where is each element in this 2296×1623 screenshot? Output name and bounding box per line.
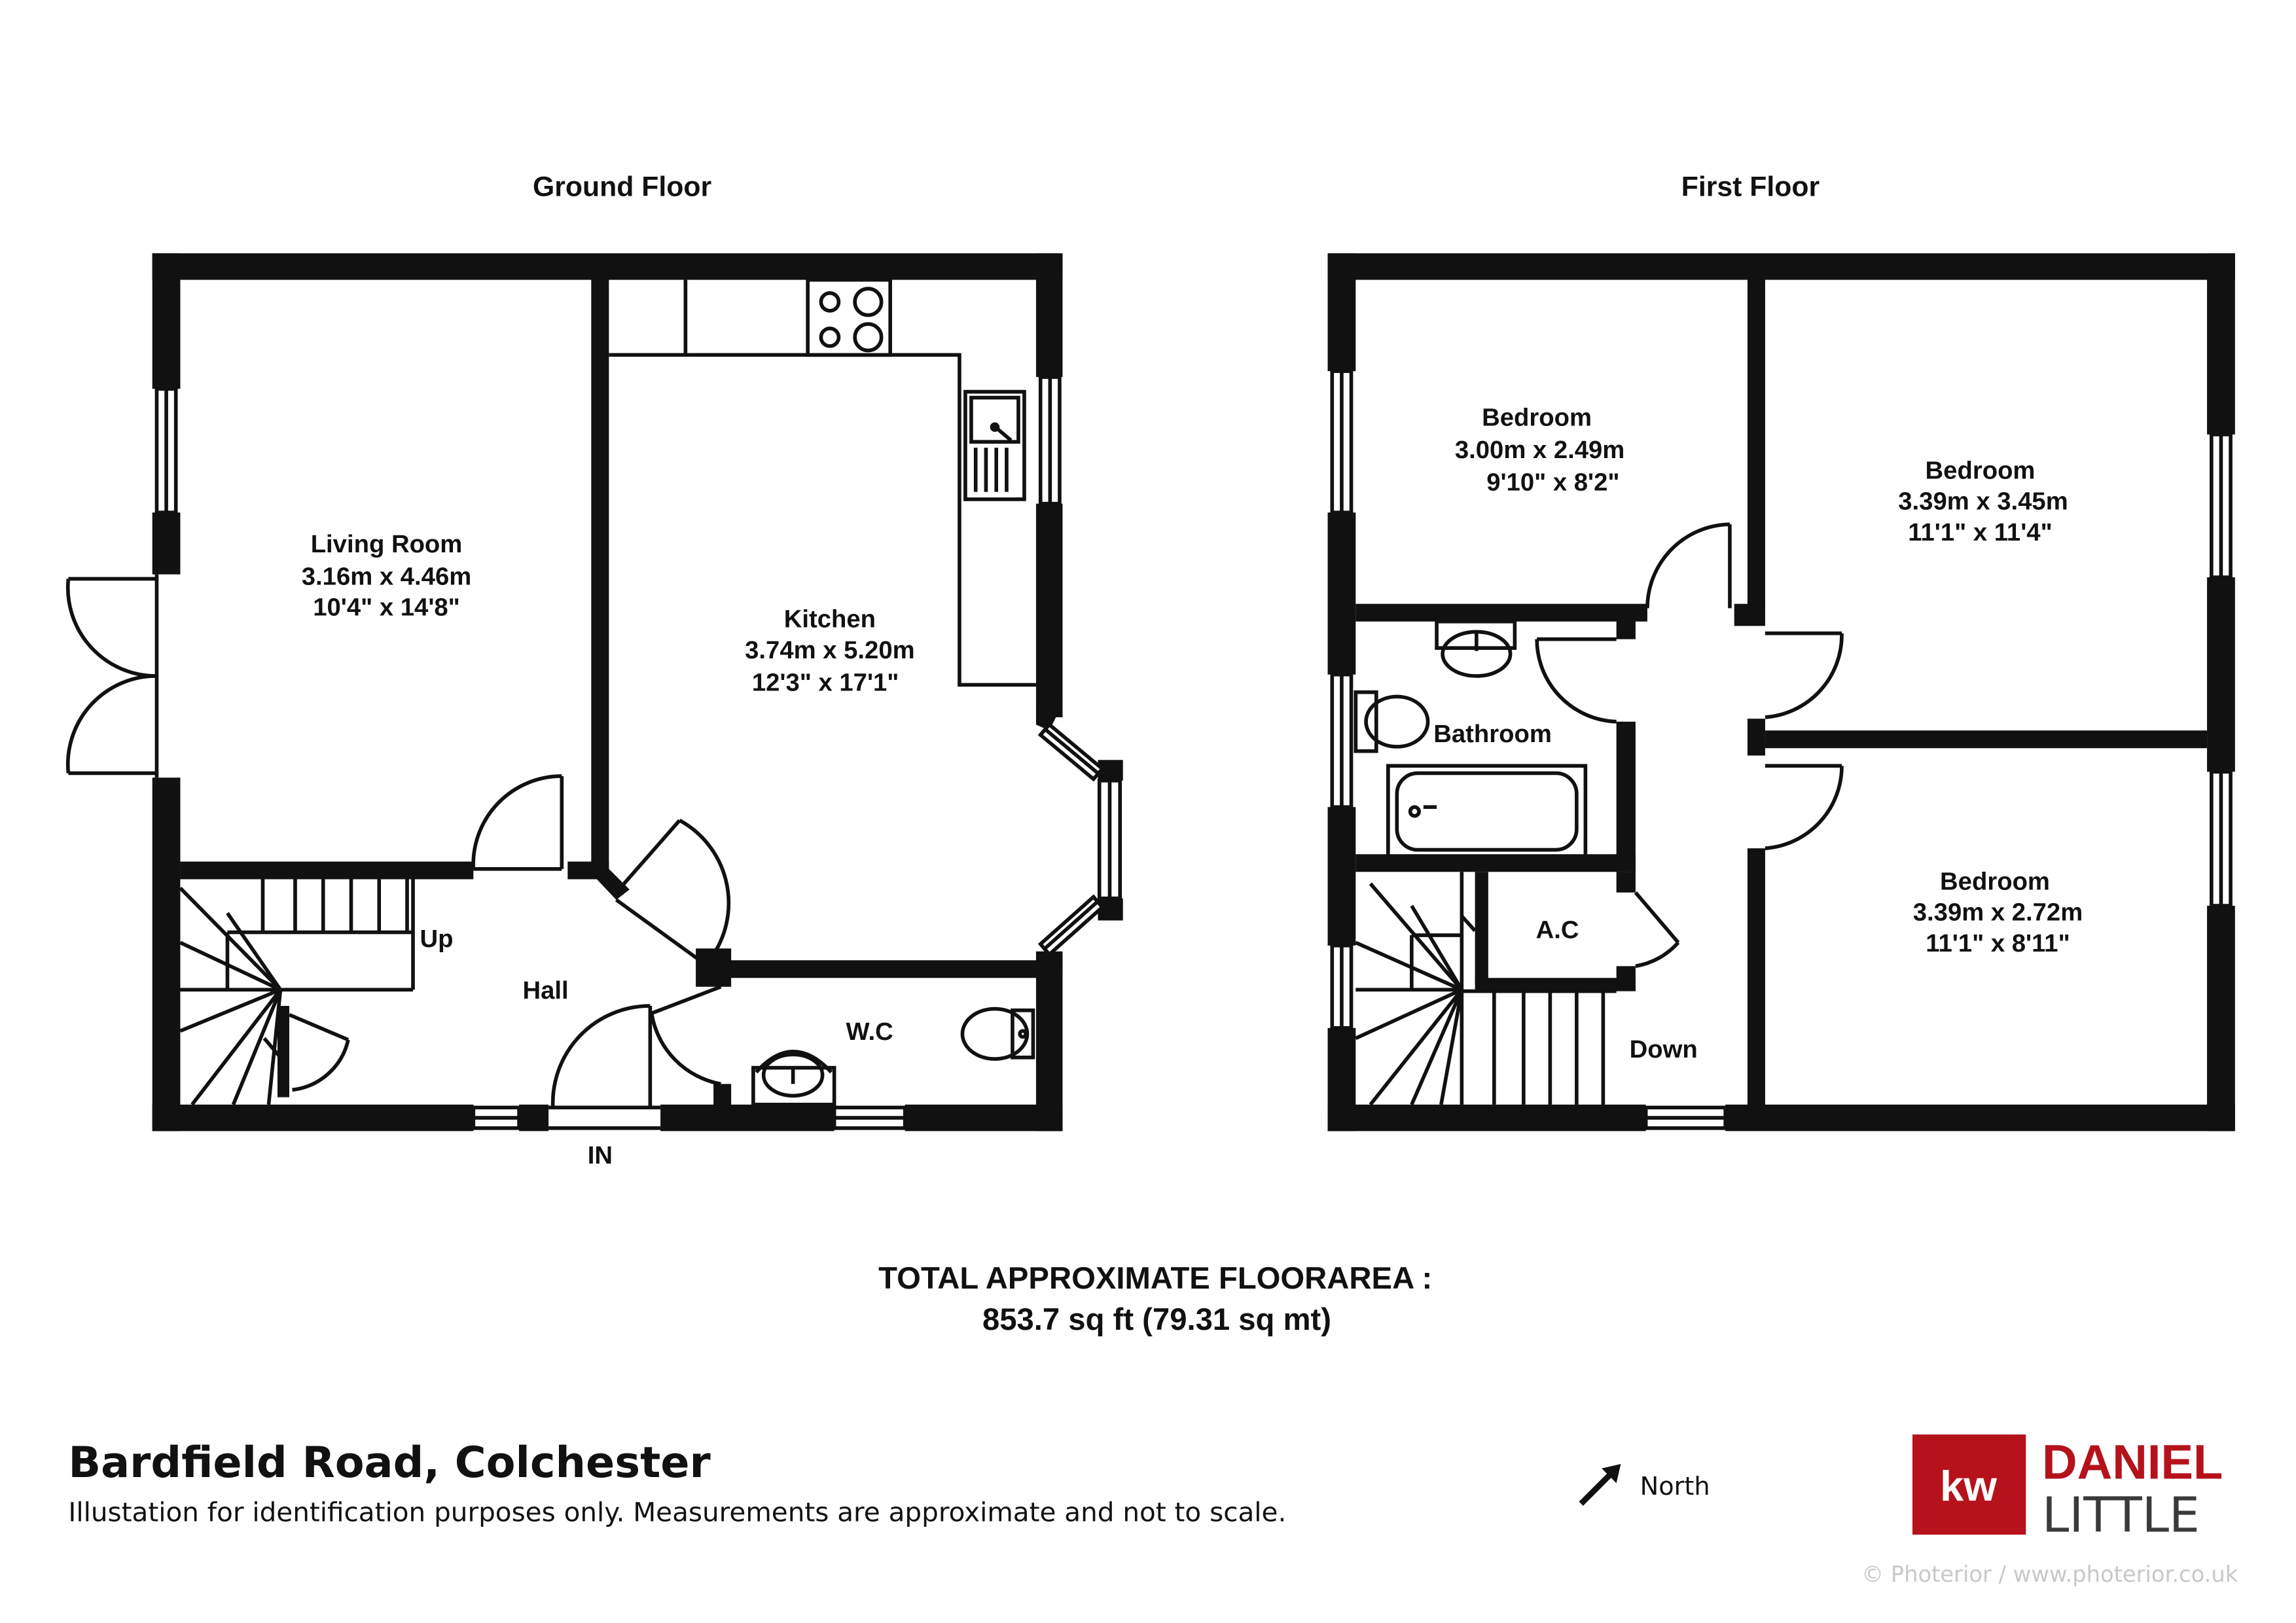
svg-text:Kitchen: Kitchen: [784, 605, 876, 633]
first-floor-doors: [1535, 522, 1844, 969]
stairs-up-label: Up: [420, 925, 454, 953]
hall-label: Hall: [522, 976, 568, 1005]
svg-text:3.16m x 4.46m: 3.16m x 4.46m: [302, 562, 471, 590]
living-room-label: Living Room 3.16m x 4.46m 10'4" x 14'8": [302, 530, 471, 622]
ground-floor-doors: [65, 574, 731, 1130]
first-floor-walls: [1327, 253, 2235, 1132]
kitchen-fittings: [609, 277, 1036, 687]
svg-text:Living Room: Living Room: [311, 530, 463, 558]
svg-text:Bedroom: Bedroom: [1926, 456, 2036, 484]
first-floor-stairs: [1355, 872, 1617, 1106]
svg-text:3.00m x 2.49m: 3.00m x 2.49m: [1455, 436, 1624, 464]
disclaimer-text: Illustation for identification purposes …: [68, 1497, 1286, 1528]
first-floor-windows: [1330, 369, 2233, 1130]
airing-cupboard-label: A.C: [1536, 916, 1579, 944]
svg-text:3.74m x 5.20m: 3.74m x 5.20m: [745, 636, 914, 664]
svg-text:9'10" x 8'2": 9'10" x 8'2": [1486, 468, 1619, 496]
stairs-down-label: Down: [1630, 1035, 1698, 1063]
svg-text:10'4" x 14'8": 10'4" x 14'8": [313, 594, 460, 622]
svg-text:Bedroom: Bedroom: [1482, 403, 1592, 431]
svg-text:Bedroom: Bedroom: [1940, 867, 2050, 895]
logo-line-daniel: DANIEL: [2042, 1435, 2223, 1489]
total-floor-area: TOTAL APPROXIMATE FLOORAREA : 853.7 sq f…: [878, 1261, 1432, 1337]
ground-floor-windows: [154, 375, 1122, 1130]
kitchen-label: Kitchen 3.74m x 5.20m 12'3" x 17'1": [745, 605, 914, 697]
svg-text:11'1" x 11'4": 11'1" x 11'4": [1908, 518, 2052, 546]
svg-text:853.7 sq ft (79.31 sq mt): 853.7 sq ft (79.31 sq mt): [982, 1302, 1331, 1337]
wc-label: W.C: [846, 1018, 893, 1046]
svg-text:TOTAL APPROXIMATE FLOORAREA :: TOTAL APPROXIMATE FLOORAREA :: [878, 1261, 1432, 1296]
svg-text:11'1" x 8'11": 11'1" x 8'11": [1926, 929, 2070, 957]
ground-floor-title: Ground Floor: [533, 171, 711, 202]
company-logo: kw DANIEL LITTLE: [1912, 1434, 2223, 1543]
entrance-label: IN: [588, 1141, 613, 1169]
wc-fittings: [751, 1007, 1035, 1107]
bedroom-3-label: Bedroom 3.39m x 2.72m 11'1" x 8'11": [1913, 867, 2083, 957]
svg-text:3.39m x 2.72m: 3.39m x 2.72m: [1913, 899, 2083, 927]
bedroom-2-label: Bedroom 3.39m x 3.45m 11'1" x 11'4": [1898, 456, 2068, 546]
bathroom-label: Bathroom: [1433, 720, 1552, 748]
svg-text:kw: kw: [1940, 1462, 1997, 1510]
bedroom-1-label: Bedroom 3.00m x 2.49m 9'10" x 8'2": [1455, 403, 1624, 496]
photo-credit: © Photerior / www.photerior.co.uk: [1861, 1561, 2238, 1587]
first-floor-title: First Floor: [1681, 171, 1820, 202]
svg-text:12'3" x 17'1": 12'3" x 17'1": [752, 668, 899, 696]
north-arrow-icon: [1579, 1463, 1621, 1506]
svg-text:3.39m x 3.45m: 3.39m x 3.45m: [1898, 488, 2068, 516]
kw-logo-mark: [1912, 1434, 2026, 1535]
logo-line-little: LITTLE: [2042, 1486, 2200, 1543]
ground-floor-stairs: [179, 879, 415, 1106]
ground-floor-walls: [152, 253, 1123, 1132]
north-label: North: [1640, 1472, 1710, 1501]
property-address: Bardfield Road, Colchester: [68, 1438, 710, 1488]
bathroom-fittings: [1354, 619, 1588, 859]
